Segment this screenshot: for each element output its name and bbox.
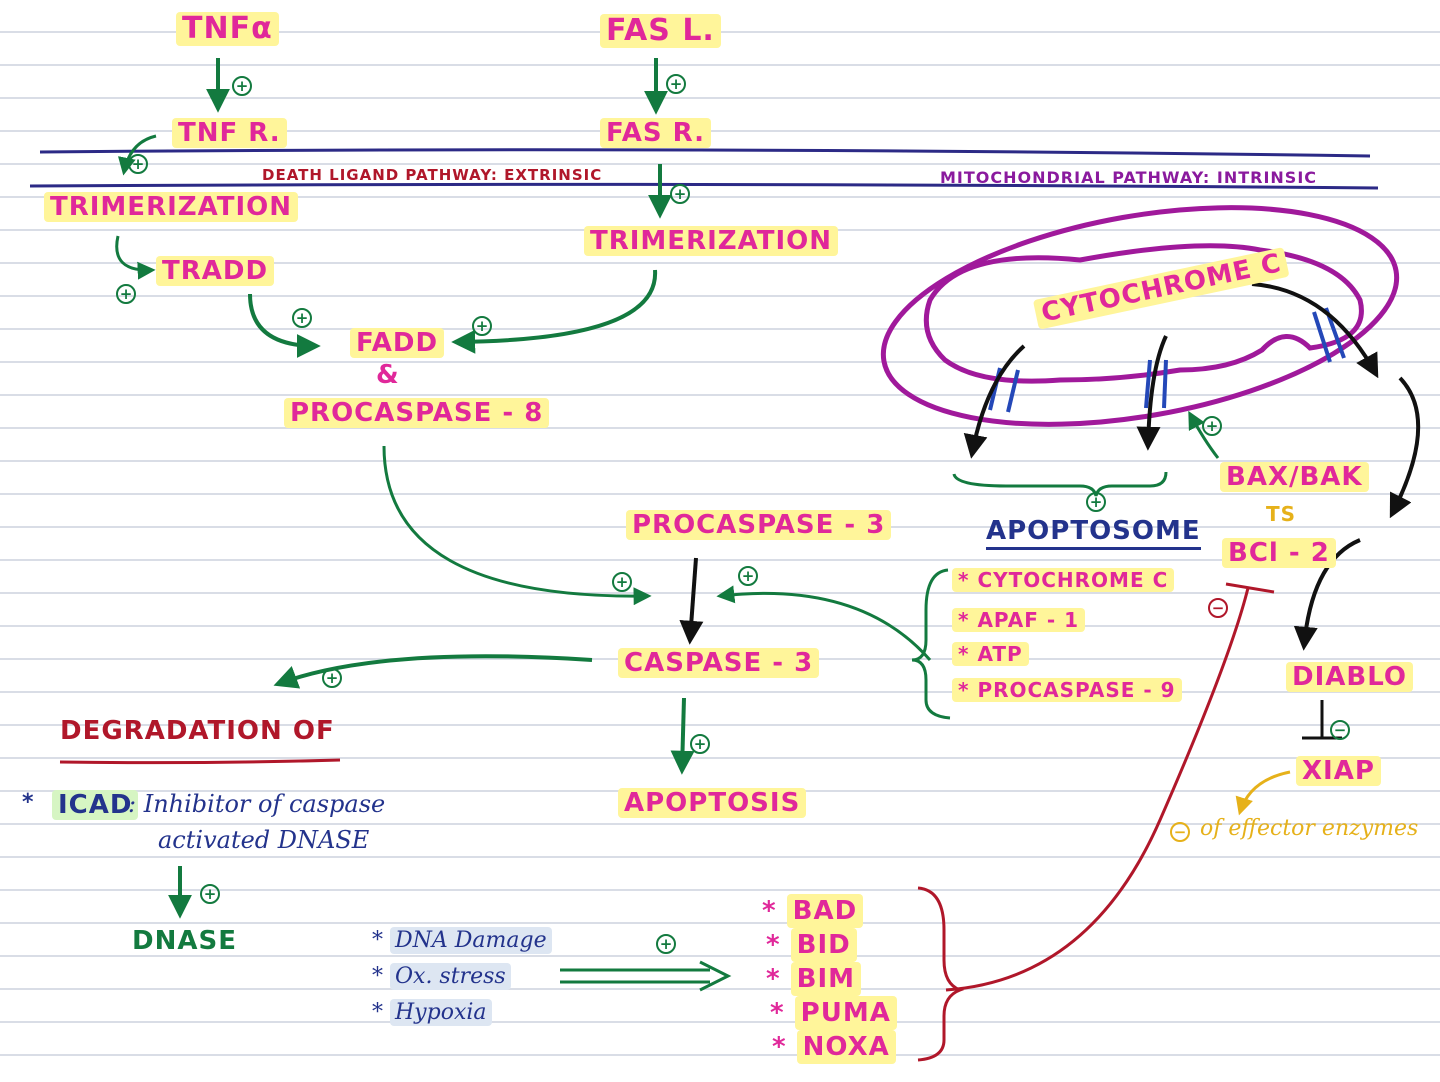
plus-sign-trimer-right: +: [472, 316, 492, 336]
arrow-caspase3-to-apoptosis: [670, 697, 695, 775]
arrow-tnfr-to-trimer: [118, 134, 157, 176]
ampersand-label: &: [376, 360, 400, 390]
plus-sign-stress: +: [656, 934, 676, 954]
arrow-procasp8-to-procasp3: [382, 445, 652, 606]
bcl2-label: BCl - 2: [1222, 538, 1336, 568]
icad-description-line-2: activated DNASE: [158, 826, 370, 854]
mitochondrion-outer-membrane: [880, 205, 1400, 427]
plus-sign-trimer-left: +: [116, 284, 136, 304]
procaspase-3-label: PROCASPASE - 3: [626, 510, 892, 540]
apoptosome-left-brace: [911, 568, 951, 720]
effector-minus-sign: −: [1170, 822, 1190, 842]
plus-sign-fasr: +: [670, 184, 690, 204]
stress-double-arrow: [560, 960, 732, 992]
stressor-item-2: * Ox. stress: [372, 963, 511, 990]
fadd-label: FADD: [350, 328, 445, 358]
tnf-alpha-label: TNFα: [176, 12, 279, 46]
plus-sign-apoptosome: +: [738, 566, 758, 586]
tnf-receptor-label: TNF R.: [172, 118, 287, 148]
membrane-line-top: [39, 148, 1371, 158]
arrow-trimer-to-fadd: [451, 269, 658, 354]
arrow-cyto-release-right: [1251, 282, 1379, 379]
plus-sign-fasl: +: [666, 74, 686, 94]
arrow-baxbak-to-mito: [1188, 410, 1220, 459]
apoptosome-item-1: * CYTOCHROME C: [952, 568, 1175, 592]
arrow-to-diablo-curve: [1389, 376, 1421, 519]
minus-sign-xiap: −: [1330, 720, 1350, 740]
diablo-label: DIABLO: [1286, 662, 1413, 692]
apoptosis-label: APOPTOSIS: [618, 788, 807, 818]
arrow-caspase3-to-degradation: [273, 654, 593, 689]
degradation-underline: [59, 758, 341, 765]
death-ligand-pathway-label: DEATH LIGAND PATHWAY: EXTRINSIC: [262, 166, 603, 184]
bh3-item-puma: * PUMA: [770, 996, 897, 1030]
trimerization-left-label: TRIMERIZATION: [44, 192, 298, 222]
ts-label: TS: [1266, 502, 1297, 526]
arrow-xiap-to-effector: [1235, 770, 1291, 816]
arrow-tradd-to-fadd: [248, 293, 321, 358]
plus-sign-cyto-release: +: [1086, 492, 1106, 512]
degradation-of-label: DEGRADATION OF: [60, 716, 335, 746]
bh3-right-brace: [917, 886, 965, 1062]
arrow-cyto-release-left: [963, 344, 1026, 459]
plus-sign-baxbak: +: [1202, 416, 1222, 436]
pore-middle: [1144, 359, 1168, 409]
fas-receptor-label: FAS R.: [600, 118, 712, 148]
plus-sign-dnase: +: [200, 884, 220, 904]
effector-enzymes-note: of effector enzymes: [1200, 816, 1419, 841]
bh3-item-bad: * BAD: [762, 894, 864, 928]
caspase-3-label: CASPASE - 3: [618, 648, 820, 678]
apoptosome-label: APOPTOSOME: [986, 518, 1201, 550]
plus-sign-tnfr: +: [128, 154, 148, 174]
inhibit-bh3-bcl2: [945, 582, 1275, 992]
xiap-label: XIAP: [1296, 756, 1381, 786]
arrow-cyto-release-middle: [1136, 335, 1168, 451]
plus-sign-tradd: +: [292, 308, 312, 328]
icad-description-line-1: : Inhibitor of caspase: [128, 790, 386, 818]
tradd-label: TRADD: [156, 256, 275, 286]
plus-sign-procasp8: +: [612, 572, 632, 592]
minus-sign-bcl2: −: [1208, 598, 1228, 618]
trimerization-right-label: TRIMERIZATION: [584, 226, 838, 256]
dnase-label: DNASE: [132, 926, 237, 956]
icad-bullet: *: [22, 790, 35, 815]
fas-ligand-label: FAS L.: [600, 14, 721, 48]
plus-sign-apoptosis: +: [690, 734, 710, 754]
mitochondrion-inner-membrane: [923, 243, 1364, 384]
apoptosome-item-3: * ATP: [952, 642, 1029, 666]
apoptosome-item-4: * PROCASPASE - 9: [952, 678, 1182, 702]
membrane-line-bottom: [29, 182, 1379, 190]
icad-label: ICAD: [52, 790, 139, 820]
bh3-item-noxa: * NOXA: [772, 1030, 896, 1064]
bax-bak-label: BAX/BAK: [1220, 462, 1369, 492]
bh3-item-bid: * BID: [766, 928, 857, 962]
apoptosome-item-2: * APAF - 1: [952, 608, 1086, 632]
plus-sign-tnfa: +: [232, 76, 252, 96]
procaspase-8-label: PROCASPASE - 8: [284, 398, 550, 428]
arrow-apoptosome-to-procasp3: [716, 585, 932, 661]
arrow-bcl2-to-diablo: [1293, 538, 1361, 651]
stressor-item-1: * DNA Damage: [372, 927, 552, 954]
bh3-item-bim: * BIM: [766, 962, 862, 996]
apoptosome-top-brace: [952, 471, 1168, 497]
arrow-trimer-to-tradd: [115, 235, 156, 280]
plus-sign-caspase3: +: [322, 668, 342, 688]
mitochondrial-pathway-label: MITOCHONDRIAL PATHWAY: INTRINSIC: [940, 168, 1318, 187]
arrow-procasp3-to-caspase3: [679, 557, 704, 645]
stressor-item-3: * Hypoxia: [372, 999, 492, 1026]
